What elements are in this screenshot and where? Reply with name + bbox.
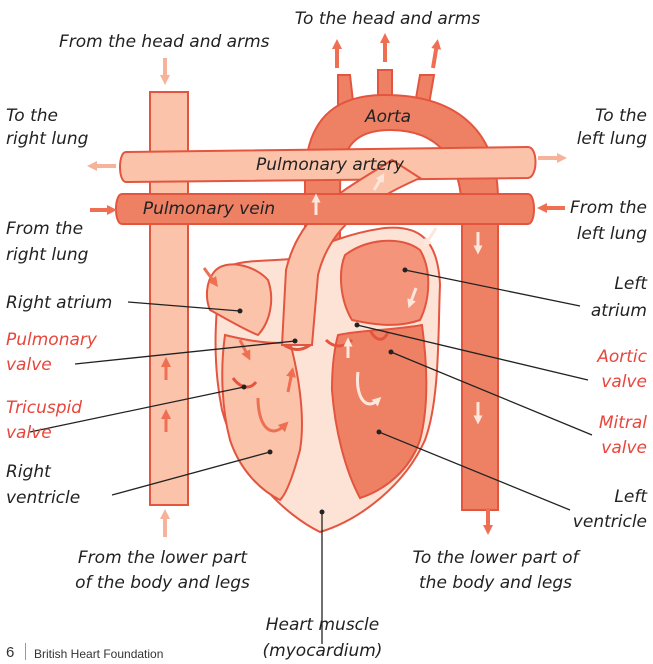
label-to-lower-body-line2: the body and legs — [388, 572, 603, 594]
label-pulmonary-valve-line2: valve — [6, 354, 52, 376]
label-pulmonary-valve-line1: Pulmonary — [6, 329, 97, 351]
aorta-label: Aorta — [364, 107, 411, 127]
label-mitral-valve-line2: valve — [601, 437, 647, 459]
pulmonary-vein-label: Pulmonary vein — [143, 199, 275, 219]
label-from-right-lung-line1: From the — [6, 218, 83, 240]
label-from-head-arms: From the head and arms — [59, 31, 270, 53]
label-from-lower-body-line2: of the body and legs — [55, 572, 270, 594]
label-aortic-valve-line2: valve — [601, 371, 647, 393]
label-to-left-lung-line2: left lung — [577, 128, 647, 150]
label-heart-muscle-line2: (myocardium) — [225, 640, 420, 662]
label-from-lower-body-line1: From the lower part — [55, 547, 270, 569]
label-from-left-lung-line1: From the — [570, 197, 647, 219]
label-from-right-lung-line2: right lung — [6, 244, 88, 266]
label-right-atrium: Right atrium — [6, 292, 112, 314]
label-to-right-lung-line1: To the — [6, 105, 58, 127]
label-to-left-lung-line1: To the — [595, 105, 647, 127]
label-left-ventricle-line1: Left — [614, 486, 647, 508]
label-right-ventricle-line1: Right — [6, 461, 51, 483]
label-mitral-valve-line1: Mitral — [599, 412, 647, 434]
label-tricuspid-valve-line2: valve — [6, 422, 52, 444]
label-left-atrium-line1: Left — [614, 273, 647, 295]
label-heart-muscle-line1: Heart muscle — [225, 614, 420, 636]
label-to-right-lung-line2: right lung — [6, 128, 88, 150]
footer-divider — [25, 643, 26, 660]
label-to-head-arms: To the head and arms — [285, 8, 490, 30]
footer-organization: British Heart Foundation — [34, 647, 163, 661]
label-to-lower-body-line1: To the lower part of — [388, 547, 603, 569]
label-from-left-lung-line2: left lung — [577, 223, 647, 245]
label-right-ventricle-line2: ventricle — [6, 487, 80, 509]
label-left-atrium-line2: atrium — [591, 300, 647, 322]
page-number: 6 — [6, 644, 14, 661]
label-left-ventricle-line2: ventricle — [573, 511, 647, 533]
pulmonary-artery-label: Pulmonary artery — [256, 155, 405, 175]
label-aortic-valve-line1: Aortic — [597, 346, 647, 368]
heart-body — [207, 228, 440, 532]
label-tricuspid-valve-line1: Tricuspid — [6, 397, 82, 419]
